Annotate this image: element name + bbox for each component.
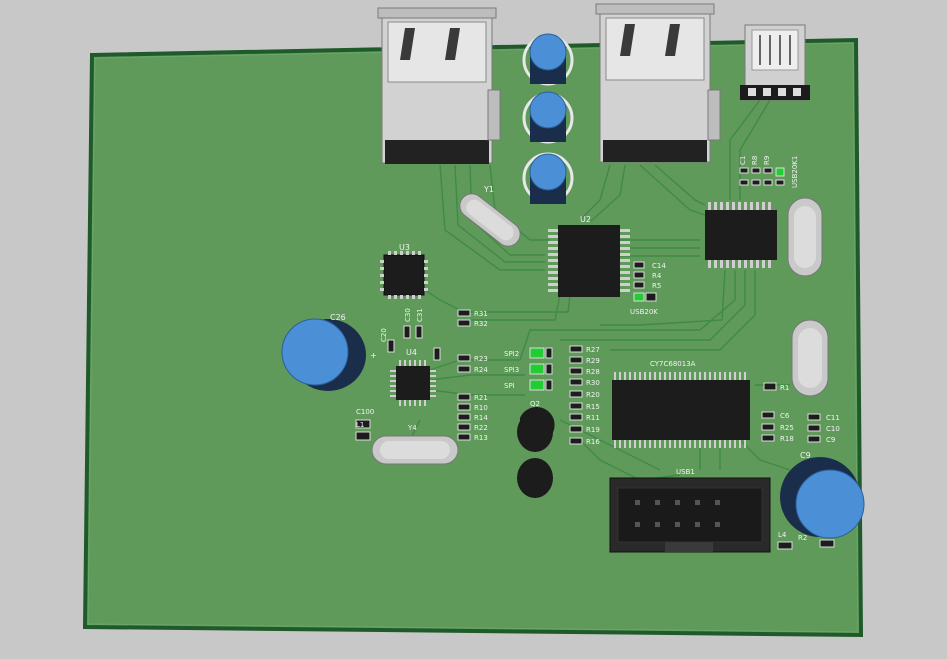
crystal-y1 (459, 193, 521, 247)
label-r9: R9 (763, 156, 771, 165)
smd-right-cluster (761, 411, 821, 443)
label-c6: C6 (780, 412, 790, 420)
smd-c20-c30-c31 (387, 325, 441, 361)
label-cy7c68013a: CY7C68013A (650, 360, 696, 368)
label-r25: R25 (780, 424, 794, 432)
label-r19: R19 (586, 426, 600, 434)
usb-a-connector-left (377, 7, 501, 164)
label-spi: SPI (504, 382, 515, 390)
smd-group-u2-right (633, 261, 657, 302)
label-r29: R29 (586, 357, 600, 365)
label-c10: C10 (826, 425, 840, 433)
crystal-hub (787, 197, 823, 277)
label-usb1: USB1 (676, 468, 695, 476)
label-r16: R16 (586, 438, 600, 446)
label-c31: C31 (416, 308, 424, 322)
smd-group-hub-top (739, 167, 785, 186)
label-r31: R31 (474, 310, 488, 318)
spi-leds (529, 347, 553, 391)
label-c1: C1 (739, 156, 747, 165)
label-c100: C100 (356, 408, 374, 416)
label-r20: R20 (586, 391, 600, 399)
label-r5: R5 (652, 282, 661, 290)
label-r1: R1 (780, 384, 789, 392)
label-c11: C11 (826, 414, 840, 422)
label-c20: C20 (380, 328, 388, 342)
smd-l4-r2 (777, 539, 835, 550)
label-c30: C30 (404, 308, 412, 322)
ic-u2 (548, 225, 630, 297)
label-c9: C9 (800, 451, 811, 460)
label-r8: R8 (751, 156, 759, 165)
label-r11: R11 (586, 414, 600, 422)
label-y4: Y4 (407, 424, 417, 432)
label-r30: R30 (586, 379, 600, 387)
label-r23: R23 (474, 355, 488, 363)
label-c26: C26 (330, 313, 346, 322)
crystal-y4 (371, 435, 459, 465)
label-u4: U4 (406, 348, 417, 357)
label-spi2: SPI2 (504, 350, 519, 358)
label-r13: R13 (474, 434, 488, 442)
usb-a-connector-right (595, 3, 721, 163)
box-header-usb1 (609, 477, 771, 553)
ic-u4 (390, 360, 436, 406)
label-usb20k1: USB20K1 (791, 156, 799, 188)
label-r15: R15 (586, 403, 600, 411)
label-r18: R18 (780, 435, 794, 443)
smd-r23-r24 (457, 354, 471, 373)
label-q2: Q2 (530, 400, 540, 408)
label-c26-plus: + (370, 351, 377, 360)
label-r10: R10 (474, 404, 488, 412)
label-usb20k: USB20K (630, 308, 658, 316)
electrolytic-capacitor-c9 (780, 457, 865, 539)
ic-u3 (380, 251, 428, 299)
transistor-q2 (517, 407, 555, 498)
smd-r-column-middle (569, 345, 583, 445)
smd-r1 (763, 382, 777, 391)
label-c14: C14 (652, 262, 666, 270)
label-spi3: SPI3 (504, 366, 519, 374)
electrolytic-capacitor-c26 (281, 318, 366, 391)
label-r4: R4 (652, 272, 662, 280)
smd-c100-l1 (355, 419, 371, 441)
smd-r31-r32 (457, 309, 471, 327)
label-r2x: R2 (798, 534, 807, 542)
capacitor-stack (522, 33, 574, 204)
label-r32: R32 (474, 320, 488, 328)
mini-usb-connector (740, 24, 810, 101)
label-r21: R21 (474, 394, 488, 402)
label-c9s: C9 (826, 436, 835, 444)
label-l4: L4 (778, 531, 787, 539)
label-r28: R28 (586, 368, 600, 376)
label-u3: U3 (399, 243, 410, 252)
label-r27: R27 (586, 346, 600, 354)
label-l1: L1 (356, 421, 364, 429)
ic-usb-hub (705, 202, 777, 268)
crystal-right (791, 319, 829, 397)
label-y1: Y1 (483, 185, 494, 194)
label-u2: U2 (580, 215, 591, 224)
smd-r-column-left (457, 393, 471, 441)
ic-cy7c68013a (612, 372, 750, 448)
label-r24: R24 (474, 366, 488, 374)
label-r14: R14 (474, 414, 488, 422)
label-r22: R22 (474, 424, 488, 432)
